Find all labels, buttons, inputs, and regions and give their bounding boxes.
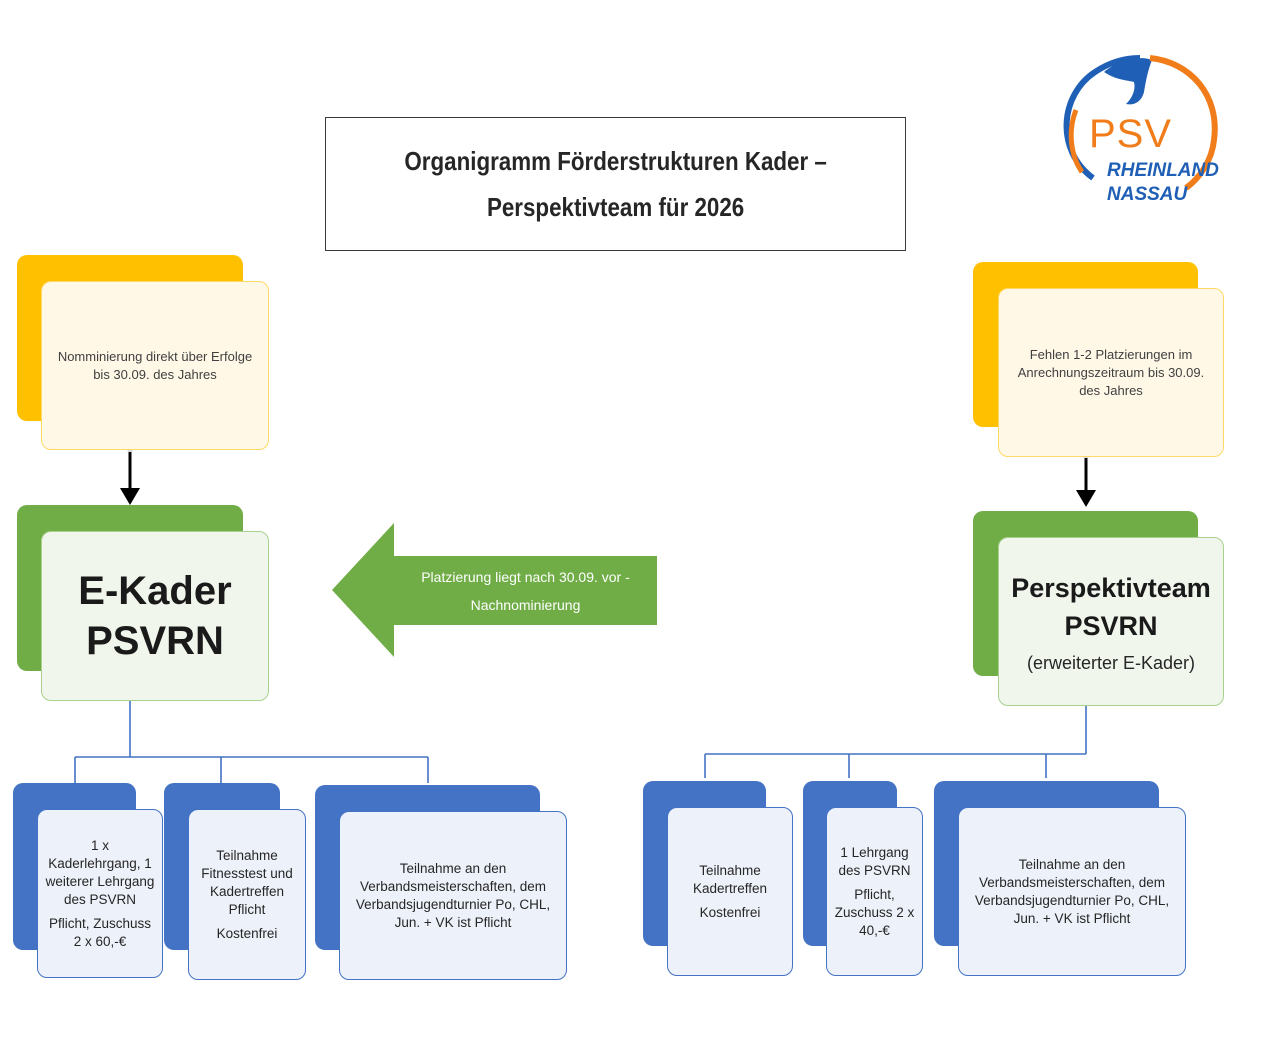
left-criteria-text: Nomminierung direkt über Erfolge bis 30.… (57, 348, 253, 382)
right-down-arrow-head (1076, 490, 1096, 507)
right-box-2-note: Pflicht, Zuschuss 2 x 40,-€ (834, 886, 915, 938)
left-box-2-note: Kostenfrei (216, 925, 278, 941)
logo-line-2: NASSAU (1107, 184, 1188, 205)
left-down-arrow-head (120, 488, 140, 505)
title-line-1: Organigramm Förderstrukturen Kader – (404, 146, 827, 176)
logo-orange-arc-left (1068, 109, 1085, 174)
perspektivteam-title: Perspektivteam (1011, 572, 1211, 603)
right-box-2-text: 1 Lehrgang des PSVRN (838, 844, 911, 878)
logo-horse-head-icon (1104, 58, 1152, 105)
arrow-label-line-2: Nachnominierung (470, 597, 581, 613)
logo: PSV RHEINLAND NASSAU (1085, 110, 1219, 210)
e-kader-subtitle: PSVRN (86, 619, 224, 663)
title-box: Organigramm Förderstrukturen Kader – Per… (325, 117, 906, 251)
left-criteria-box: Nomminierung direkt über Erfolge bis 30.… (41, 281, 269, 450)
logo-line-1: RHEINLAND (1107, 160, 1219, 181)
right-box-1-note: Kostenfrei (699, 904, 761, 920)
left-box-3-text: Teilnahme an den Verbandsmeisterschaften… (355, 860, 551, 930)
right-tree-lines (704, 706, 1087, 778)
right-box-1-text: Teilnahme Kadertreffen (692, 862, 768, 896)
perspektivteam-box: Perspektivteam PSVRN (erweiterter E-Kade… (998, 537, 1224, 706)
right-criteria-text: Fehlen 1-2 Platzierungen im Anrechnungsz… (1017, 346, 1205, 398)
left-box-1-note: Pflicht, Zuschuss 2 x 60,-€ (48, 915, 152, 949)
right-box-2: 1 Lehrgang des PSVRN Pflicht, Zuschuss 2… (826, 807, 923, 976)
right-box-3: Teilnahme an den Verbandsmeisterschaften… (958, 807, 1186, 976)
nachnominierung-arrow (332, 523, 657, 657)
title-line-2: Perspektivteam für 2026 (486, 192, 745, 222)
perspektivteam-note: (erweiterter E-Kader) (1026, 652, 1196, 673)
right-box-1: Teilnahme Kadertreffen Kostenfrei (667, 807, 793, 976)
left-box-3: Teilnahme an den Verbandsmeisterschaften… (339, 811, 567, 980)
right-criteria-box: Fehlen 1-2 Platzierungen im Anrechnungsz… (998, 288, 1224, 457)
arrow-label: Platzierung liegt nach 30.09. vor - Nach… (394, 560, 657, 622)
logo-brand: PSV (1089, 112, 1173, 156)
left-box-1-text: 1 x Kaderlehrgang, 1 weiterer Lehrgang d… (45, 837, 155, 907)
e-kader-box: E-Kader PSVRN (41, 531, 269, 701)
left-box-2: Teilnahme Fitnesstest und Kadertreffen P… (188, 809, 306, 980)
left-box-2-text: Teilnahme Fitnesstest und Kadertreffen P… (201, 847, 293, 917)
arrow-label-line-1: Platzierung liegt nach 30.09. vor - (421, 569, 630, 585)
logo-orange-arc (1149, 55, 1218, 191)
right-box-3-text: Teilnahme an den Verbandsmeisterschaften… (974, 856, 1170, 926)
left-box-1: 1 x Kaderlehrgang, 1 weiterer Lehrgang d… (37, 809, 163, 978)
perspektivteam-subtitle: PSVRN (1064, 610, 1158, 641)
e-kader-title: E-Kader (78, 569, 232, 613)
logo-graphic (1063, 55, 1218, 191)
